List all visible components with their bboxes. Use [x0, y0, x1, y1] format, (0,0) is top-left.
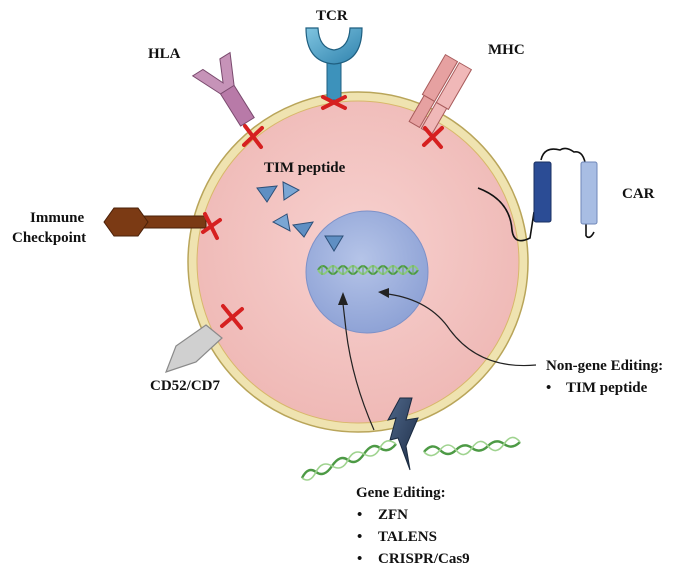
knockout-x-icon	[201, 212, 222, 240]
tcr-receptor	[305, 27, 363, 101]
knockout-x-icon	[321, 95, 347, 110]
tim-peptides	[256, 181, 344, 252]
cd52-cd7-icon	[164, 324, 223, 373]
immune-checkpoint-label-line1: Immune	[30, 210, 85, 226]
checkpoint-icon	[103, 207, 149, 237]
cut-dna-helix-right	[423, 436, 521, 457]
car-receptor	[477, 147, 598, 242]
immune-checkpoint-label-line2: Checkpoint	[12, 230, 86, 246]
knockout-x-icon	[242, 124, 264, 149]
gene-editing-bullet: •	[357, 507, 362, 523]
tim-peptide-label: TIM peptide	[264, 160, 346, 176]
gene-editing-bullet: •	[357, 529, 362, 545]
cut-dna-helix-left	[300, 440, 397, 481]
hla-label: HLA	[148, 46, 181, 62]
gene-editing-item-crispr: CRISPR/Cas9	[378, 551, 470, 567]
tim-peptide-triangle	[324, 235, 344, 252]
knockout-x-icon	[220, 304, 244, 330]
car-label: CAR	[622, 186, 655, 202]
non-gene-editing-title: Non-gene Editing:	[546, 358, 663, 374]
knockout-marks	[201, 95, 444, 330]
tim-peptide-triangle	[291, 221, 314, 238]
car-icon	[533, 161, 552, 223]
nuclear-dna-helix	[317, 265, 419, 275]
t-cell	[187, 91, 529, 433]
tim-peptide-triangle	[271, 213, 291, 232]
gene-editing-item-zfn: ZFN	[378, 507, 408, 523]
non-gene-editing-arrow	[378, 288, 537, 367]
gene-editing-arrow	[338, 292, 375, 431]
gene-editing-title: Gene Editing:	[356, 485, 446, 501]
gene-editing-item-talens: TALENS	[378, 529, 437, 545]
tcr-label: TCR	[316, 8, 348, 24]
lightning-bolt-icon	[387, 397, 419, 471]
non-gene-editing-bullet: •	[546, 380, 551, 396]
hla-icon	[191, 51, 235, 95]
tim-peptide-triangle	[256, 185, 278, 203]
immune-checkpoint-receptor	[103, 207, 207, 237]
cd52-cd7-label: CD52/CD7	[150, 378, 220, 394]
tcr-icon	[305, 27, 363, 65]
non-gene-editing-item: TIM peptide	[566, 380, 648, 396]
tim-peptide-triangle	[282, 181, 300, 201]
mhc-label: MHC	[488, 42, 525, 58]
mhc-receptor	[408, 53, 473, 136]
hla-receptor	[191, 51, 255, 127]
knockout-x-icon	[422, 126, 444, 149]
cd52-cd7-receptor	[164, 324, 223, 373]
gene-editing-bullet: •	[357, 551, 362, 567]
